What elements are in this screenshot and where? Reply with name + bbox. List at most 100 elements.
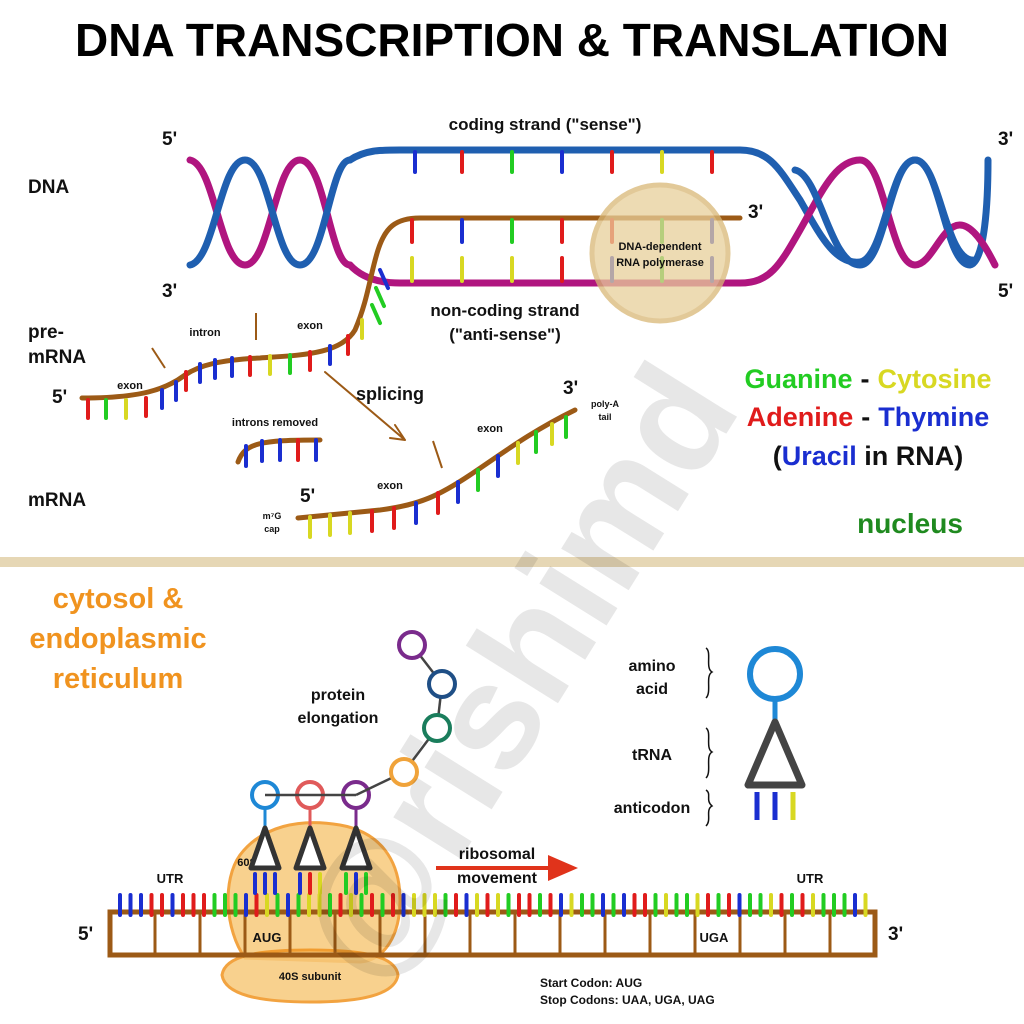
- legend-cytosine: Cytosine: [877, 364, 991, 394]
- dna-three-prime-right: 3': [998, 129, 1013, 150]
- base-pair-legend: Guanine-Cytosine Adenine-Thymine (Uracil…: [744, 364, 991, 471]
- mrna-three-prime: 3': [563, 378, 578, 399]
- amino-acid-4: [389, 757, 419, 787]
- removed-intron-bases: [244, 438, 318, 468]
- mrna-exon-1: exon: [377, 480, 403, 492]
- exon-divider: [151, 347, 166, 369]
- legend-thymine: Thymine: [878, 402, 989, 432]
- stop-codon-note: Stop Codons: UAA, UGA, UAG: [540, 993, 715, 1007]
- noncoding-strand: [346, 156, 999, 287]
- trna-diagram-body: [744, 718, 806, 789]
- trna-body: [339, 825, 373, 871]
- protein-amino-acids: [389, 630, 457, 787]
- polya-label-1: poly-A: [591, 399, 619, 409]
- coding-strand-bases: [413, 150, 714, 174]
- splicing-label: splicing: [356, 384, 424, 404]
- base-tick: [374, 286, 386, 308]
- premrna-intron: intron: [189, 327, 220, 339]
- helix-strand-blue-right: [791, 156, 979, 269]
- base-tick: [378, 268, 390, 290]
- cytosol-label-1: cytosol &: [53, 583, 184, 615]
- polymerase-label-1: DNA-dependent: [618, 241, 701, 253]
- start-codon-note: Start Codon: AUG: [540, 976, 642, 990]
- rna-polymerase: [589, 182, 731, 324]
- trna-label: tRNA: [632, 747, 672, 764]
- ribosomal-label-2: movement: [457, 870, 538, 887]
- protein-label-2: elongation: [298, 710, 379, 727]
- stop-codon-label: UGA: [700, 930, 730, 945]
- ribosome-40s-label: 40S subunit: [279, 971, 342, 983]
- dna-five-prime-left: 5': [162, 129, 177, 150]
- premrna-label-1: pre-: [28, 322, 64, 343]
- premrna-exon-1: exon: [117, 380, 143, 392]
- nascent-rna: [79, 215, 743, 401]
- polya-label-2: tail: [598, 412, 611, 422]
- amino-acid-3: [422, 713, 452, 743]
- mrna-label: mRNA: [28, 490, 86, 511]
- legend-row-2: Adenine-Thymine: [747, 402, 990, 432]
- introns-removed-label: introns removed: [232, 417, 318, 429]
- protein-label-1: protein: [311, 687, 365, 704]
- legend-uracil-rest: in RNA): [857, 441, 963, 471]
- amino-acid-2: [427, 669, 457, 699]
- coding-strand-label: coding strand ("sense"): [449, 115, 642, 134]
- noncoding-strand-label-1: non-coding strand: [430, 301, 579, 320]
- ribosomal-label-1: ribosomal: [459, 846, 535, 863]
- nucleus-label: nucleus: [857, 508, 963, 539]
- legend-paren: (: [773, 441, 782, 471]
- amino-acid-1: [397, 630, 427, 660]
- page-title: DNA TRANSCRIPTION & TRANSLATION: [75, 14, 949, 66]
- mature-mrna-bases: [308, 415, 568, 539]
- legend-adenine: Adenine: [747, 402, 854, 432]
- legend-uracil: Uracil: [782, 441, 857, 471]
- ladder-five-prime: 5': [78, 924, 93, 945]
- legend-guanine: Guanine: [744, 364, 852, 394]
- dna-label: DNA: [28, 177, 69, 198]
- trna-body: [248, 825, 282, 871]
- mrna-exon-2: exon: [477, 423, 503, 435]
- premrna-label-2: mRNA: [28, 347, 86, 368]
- ribosomal-movement-arrow: [436, 855, 578, 881]
- start-codon-label: AUG: [253, 930, 282, 945]
- watermark: @rishimd: [262, 336, 769, 1009]
- dna-three-prime-left: 3': [162, 281, 177, 302]
- amino-label-1: amino: [628, 658, 675, 675]
- cytosol-label-3: reticulum: [53, 663, 184, 695]
- utr-left: UTR: [157, 871, 184, 886]
- legend-row-1: Guanine-Cytosine: [744, 364, 991, 394]
- rna-three-prime: 3': [748, 202, 763, 223]
- legend-dash-1: -: [860, 364, 869, 394]
- amino-label-2: acid: [636, 681, 668, 698]
- trna-diagram: [744, 646, 806, 820]
- dna-five-prime-right: 5': [998, 281, 1013, 302]
- base-tick: [370, 303, 382, 325]
- ribosome-trnas: [248, 780, 373, 895]
- mrna-ladder: [107, 909, 878, 958]
- section-divider: [0, 557, 1024, 567]
- dna-helix: [186, 146, 999, 287]
- brace-icon: [705, 647, 714, 827]
- removed-intron-strand: [235, 437, 323, 465]
- pre-mrna-bases: [86, 268, 390, 420]
- trna-body: [293, 825, 327, 871]
- mrna-five-prime: 5': [300, 486, 315, 507]
- legend-row-3: (Uracil in RNA): [773, 441, 964, 471]
- cap-label-1: m⁷G: [263, 511, 282, 521]
- premrna-five-prime: 5': [52, 387, 67, 408]
- helix-strand-blue-left: [186, 156, 354, 269]
- ribosome-trna: [293, 780, 327, 895]
- premrna-exon-2: exon: [297, 320, 323, 332]
- mature-mrna: [295, 407, 578, 521]
- noncoding-strand-label-2: ("anti-sense"): [449, 325, 561, 344]
- cap-label-2: cap: [264, 524, 280, 534]
- ladder-three-prime: 3': [888, 924, 903, 945]
- cytosol-label-2: endoplasmic: [29, 623, 206, 655]
- ribosome-small-subunit: [220, 948, 400, 1004]
- ladder-rungs: [153, 912, 832, 955]
- anticodon-label: anticodon: [614, 800, 690, 817]
- trna-diagram-amino-acid: [747, 646, 803, 702]
- legend-dash-2: -: [861, 402, 870, 432]
- mrna-divider: [432, 440, 443, 469]
